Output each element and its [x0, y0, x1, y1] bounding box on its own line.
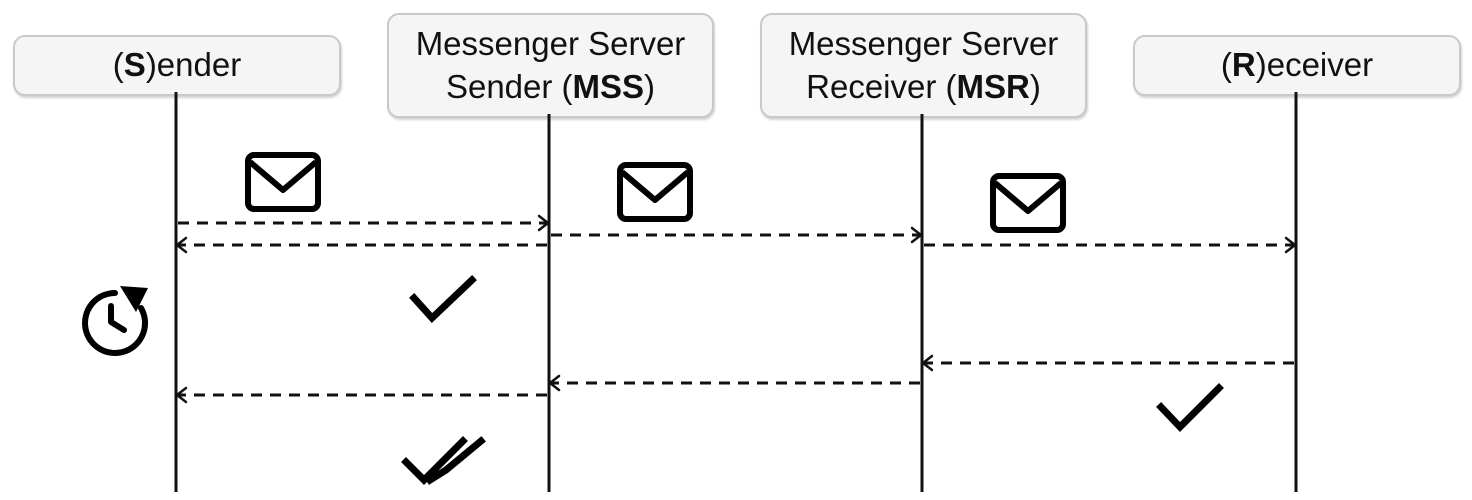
envelope-icon-sender: [245, 152, 321, 212]
single-check-icon-receiver: [1156, 383, 1224, 433]
arrowhead-left: [547, 374, 561, 392]
arrowhead-left: [920, 354, 934, 372]
arrowheads: [174, 214, 1298, 404]
arrowhead-left: [174, 236, 188, 254]
arrowhead-right: [537, 214, 551, 232]
single-check-icon-sender: [409, 275, 477, 324]
actor-box-mss: Messenger Server Sender (MSS): [387, 13, 714, 118]
actor-box-receiver: (R)eceiver: [1133, 35, 1461, 96]
actor-box-msr: Messenger Server Receiver (MSR): [760, 13, 1087, 118]
double-check-icon: [401, 436, 486, 485]
actor-label-sender: (S)ender: [112, 46, 242, 84]
actor-label-mss-line1: Messenger Server: [415, 25, 686, 63]
arrowhead-right: [1284, 236, 1298, 254]
messages: [178, 221, 1294, 397]
history-clock-icon: [82, 286, 148, 356]
arrowhead-right: [910, 226, 924, 244]
envelope-icon-msr: [990, 173, 1066, 233]
actor-label-receiver: (R)eceiver: [1220, 46, 1374, 84]
actor-label-msr-line1: Messenger Server: [788, 25, 1059, 63]
envelope-icon-mss: [617, 162, 693, 222]
actor-box-sender: (S)ender: [13, 35, 341, 96]
actor-label-mss-line2: Sender (MSS): [445, 67, 656, 105]
actor-label-msr-line2: Receiver (MSR): [806, 67, 1041, 105]
arrowhead-left: [174, 386, 188, 404]
lifelines: [174, 92, 1298, 492]
